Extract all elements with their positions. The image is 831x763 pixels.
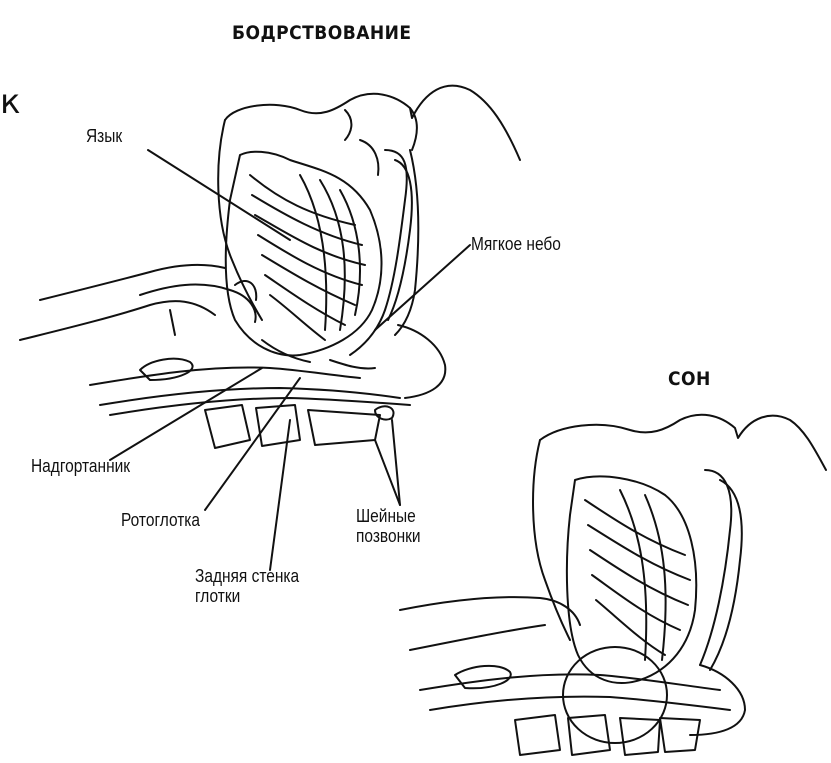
awake-title: БОДРСТВОВАНИЕ bbox=[232, 22, 412, 44]
label-soft-palate: Мягкое небо bbox=[471, 234, 561, 254]
edge-fragment: к bbox=[0, 82, 21, 122]
sleep-tongue-contour bbox=[567, 476, 696, 682]
label-tongue: Язык bbox=[86, 126, 122, 146]
label-posterior-wall: Задняя стенка глотки bbox=[195, 566, 299, 606]
obstruction-circle bbox=[563, 647, 667, 743]
label-epiglottis: Надгортанник bbox=[31, 456, 130, 476]
leader-soft-palate bbox=[375, 245, 470, 330]
sleep-airway-illustration bbox=[400, 415, 826, 755]
label-cervical-vertebrae: Шейные позвонки bbox=[356, 506, 421, 546]
awake-vertebrae bbox=[205, 405, 394, 448]
sleep-title: СОН bbox=[668, 368, 711, 390]
sleep-vertebrae bbox=[515, 715, 700, 755]
label-oropharynx: Ротоглотка bbox=[121, 510, 200, 530]
leader-epiglottis bbox=[110, 368, 262, 460]
awake-airway-illustration bbox=[20, 86, 520, 570]
leader-oropharynx bbox=[205, 378, 300, 510]
